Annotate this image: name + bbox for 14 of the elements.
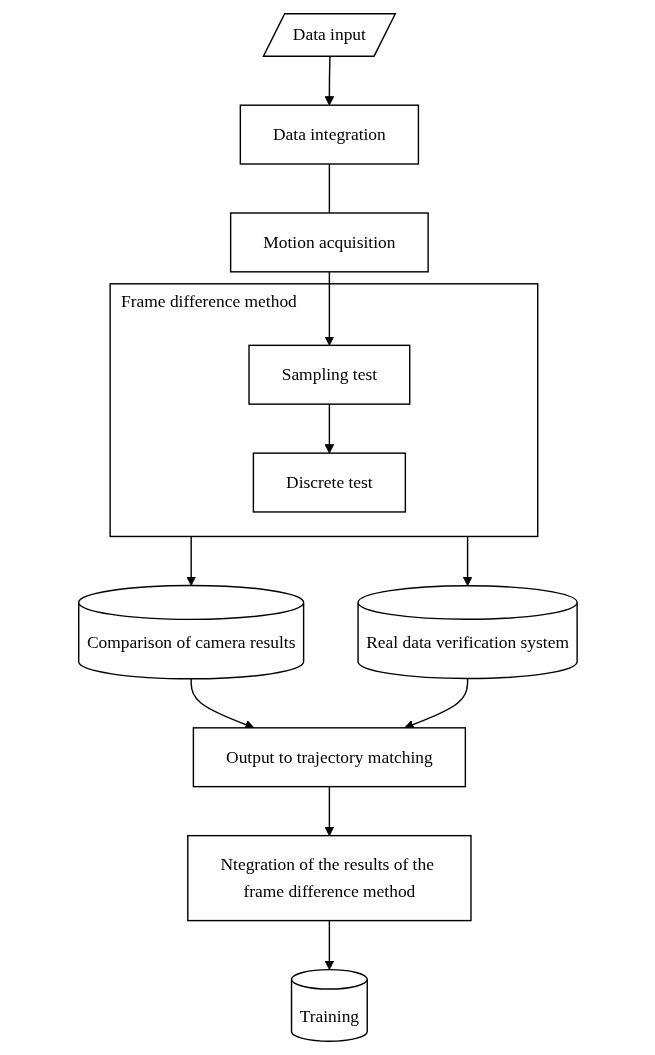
node-box: Ntegration of the results of the frame difference method [186,834,472,922]
arrow [324,919,334,971]
node-box: Discrete test [252,452,406,513]
node-box: Data integration [239,104,419,165]
arrow [462,535,472,587]
arrow [185,535,196,586]
connector [328,163,330,214]
arrow [324,56,334,106]
node-box: Sampling test [247,344,410,405]
arrow [324,271,334,346]
arrow [324,785,334,837]
node-box: Motion acquisition [229,212,429,273]
arrow [324,403,334,454]
node-box: Output to trajectory matching [192,727,466,788]
